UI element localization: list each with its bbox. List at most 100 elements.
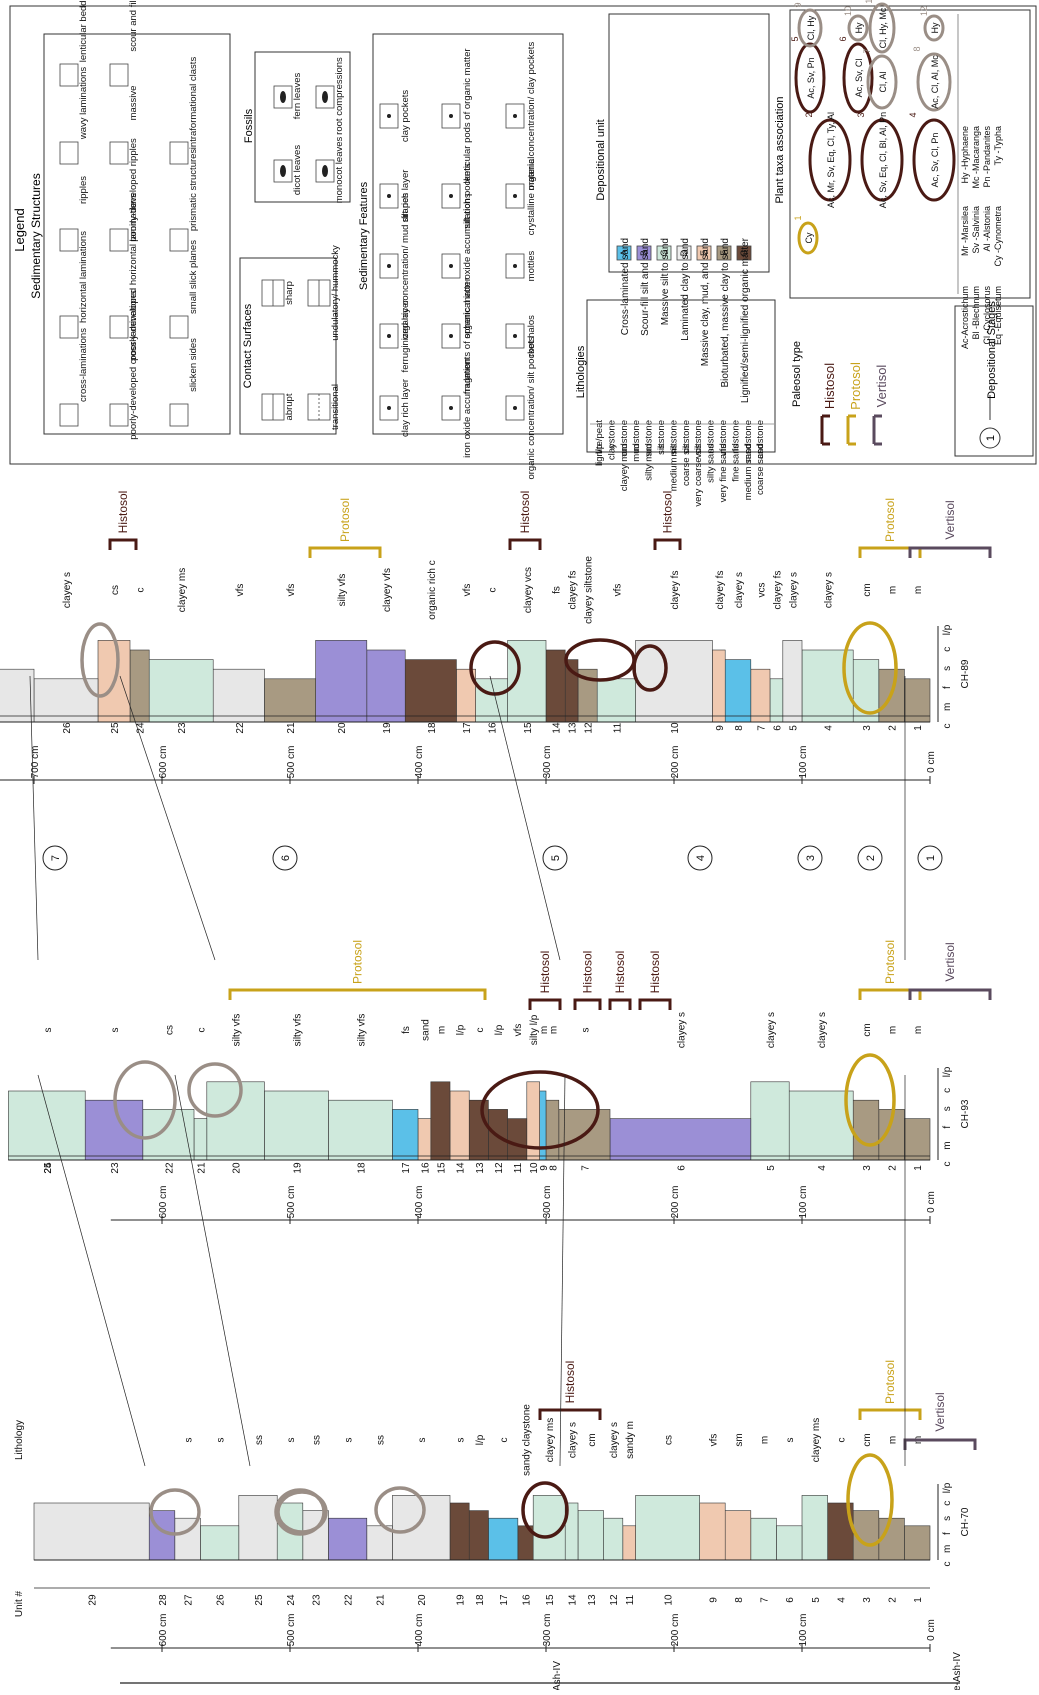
lithology-label: mudstone [631,420,642,462]
unit-number: 21 [286,722,297,734]
plant-taxa-number: 6 [838,36,848,41]
lithology-label: organic rich c [427,560,438,619]
lithology-unit-bed [578,1511,604,1560]
lithology-label: l/p [494,1024,505,1035]
paleosol-bracket [640,1000,670,1010]
unit-number: 21 [376,1594,387,1606]
unit-number: 12 [584,722,595,734]
grain-scale-label: s [942,1106,953,1111]
sed-feature-glyph [513,194,517,198]
dep-unit-label: Massive silt to sand [660,238,671,325]
grain-scale-label: l/p [942,1066,953,1077]
unit-number: 29 [88,1594,99,1606]
depth-tick-label: 300 cm [542,1614,553,1647]
lithology-label: clayey fs [568,571,579,610]
lithology-label: silty vfs [337,574,348,607]
plant-taxa-number: 1 [793,215,803,220]
lithology-label: clayey siltstone [584,556,595,624]
lithology-label: m [888,1436,899,1444]
lithology-label: clayey ms [545,1418,556,1462]
unit-number: 12 [609,1594,620,1606]
lithology-label: m [548,1026,559,1034]
sed-structure-label: horizontal laminations [78,231,89,323]
lithology-label: vfs [462,584,473,597]
unit-number: 26 [216,1594,227,1606]
lithology-label: c [136,588,147,593]
plant-taxa-number: 5 [790,36,800,41]
paleosol-bracket [575,1000,600,1010]
sed-structure-label: massive [128,86,139,121]
grain-scale-label: c [942,1562,953,1567]
plant-taxa-abbrev: Ac-Acrostichum [960,286,970,349]
lithology-unit-bed [418,1119,431,1160]
fossil-label: root compressions [334,57,345,135]
lithology-unit-bed [904,679,930,722]
unit-number: 1 [913,1597,924,1603]
lithology-label: s [216,1438,227,1443]
lithology-label: silty vfs [232,1014,243,1047]
unit-number: 20 [337,722,348,734]
lithology-unit-bed [546,1100,559,1160]
lithology-unit-bed [34,1503,149,1560]
lithology-unit-bed [604,1518,623,1560]
paleosol-label: Vertisol [933,1392,947,1431]
plant-taxa-label: Ac, Mr, Sv, Eq, Cl, Ty, Al [826,112,836,208]
lithology-label: sm [734,1433,745,1446]
grain-scale-label: c [942,1501,953,1506]
ash-label: Ash-IV [552,1661,563,1690]
unit-number: 14 [568,1594,579,1606]
unit-number: 6 [772,725,783,731]
lithology-label: m [913,1026,924,1034]
sed-feature-glyph [449,114,453,118]
unit-number: 10 [664,1594,675,1606]
unit-number: 15 [523,722,534,734]
sed-structure-label: prismatic structures [188,149,199,232]
lithology-unit-bed [200,1526,238,1560]
fossil-label: dicot leaves [292,145,303,195]
unit-number: 4 [824,725,835,731]
lithology-label: very fine sandstone [718,420,729,502]
lithology-label: cs [0,585,3,595]
paleosol-bracket [310,548,380,558]
fossil-glyph [322,91,328,103]
contact-surface-label: sharp [284,281,295,305]
lithology-header: Lithology [14,1420,25,1460]
unit-number: 20 [232,1162,243,1174]
paleosol-bracket [860,1410,920,1420]
depth-tick-label: 500 cm [286,1614,297,1647]
sed-structure-symbol [60,404,78,426]
lithology-label: s [110,1028,121,1033]
sed-feature-glyph [387,194,391,198]
dep-unit-label: Massive clay, mud, and sand [700,238,711,366]
lithology-label: s [286,1438,297,1443]
sed-feature-glyph [449,194,453,198]
sed-features-items: clay rich layerferruginized layerorganic… [380,42,537,480]
grain-scale-label: f [942,1126,953,1129]
lithology-unit-bed [751,669,770,722]
stage-number: 5 [550,855,562,861]
fossils-items: dicot leavesfern leavesmonocot leavesroo… [274,57,345,203]
depositional-unit-title: Depositional unit [595,119,607,200]
lithology-label: fs [552,586,563,594]
unit-number: 14 [456,1162,467,1174]
sed-structure-symbol [110,404,128,426]
paleosol-label: Protosol [338,498,352,542]
lithology-unit-bed [476,679,508,722]
lithology-label: clayey fs [670,571,681,610]
paleosol-label: Histosol [613,951,627,994]
paleosol-bracket [510,540,540,550]
lithology-label: very coarse siltstone [693,420,704,507]
unit-number: 3 [862,725,873,731]
lithology-unit-bed [207,1082,265,1160]
lithology-label: s [43,1028,54,1033]
legend-title: Legend [12,208,27,251]
unit-number: 13 [587,1594,598,1606]
lithology-unit-bed [623,1526,636,1560]
lithology-label: clayey s [734,572,745,608]
plant-taxa-label: Cl, Hy, Mc [878,7,888,48]
lithology-label: m [760,1436,771,1444]
sed-structure-symbol [110,316,128,338]
lithology-label: s [456,1438,467,1443]
lithology-unit-bed [405,660,456,722]
